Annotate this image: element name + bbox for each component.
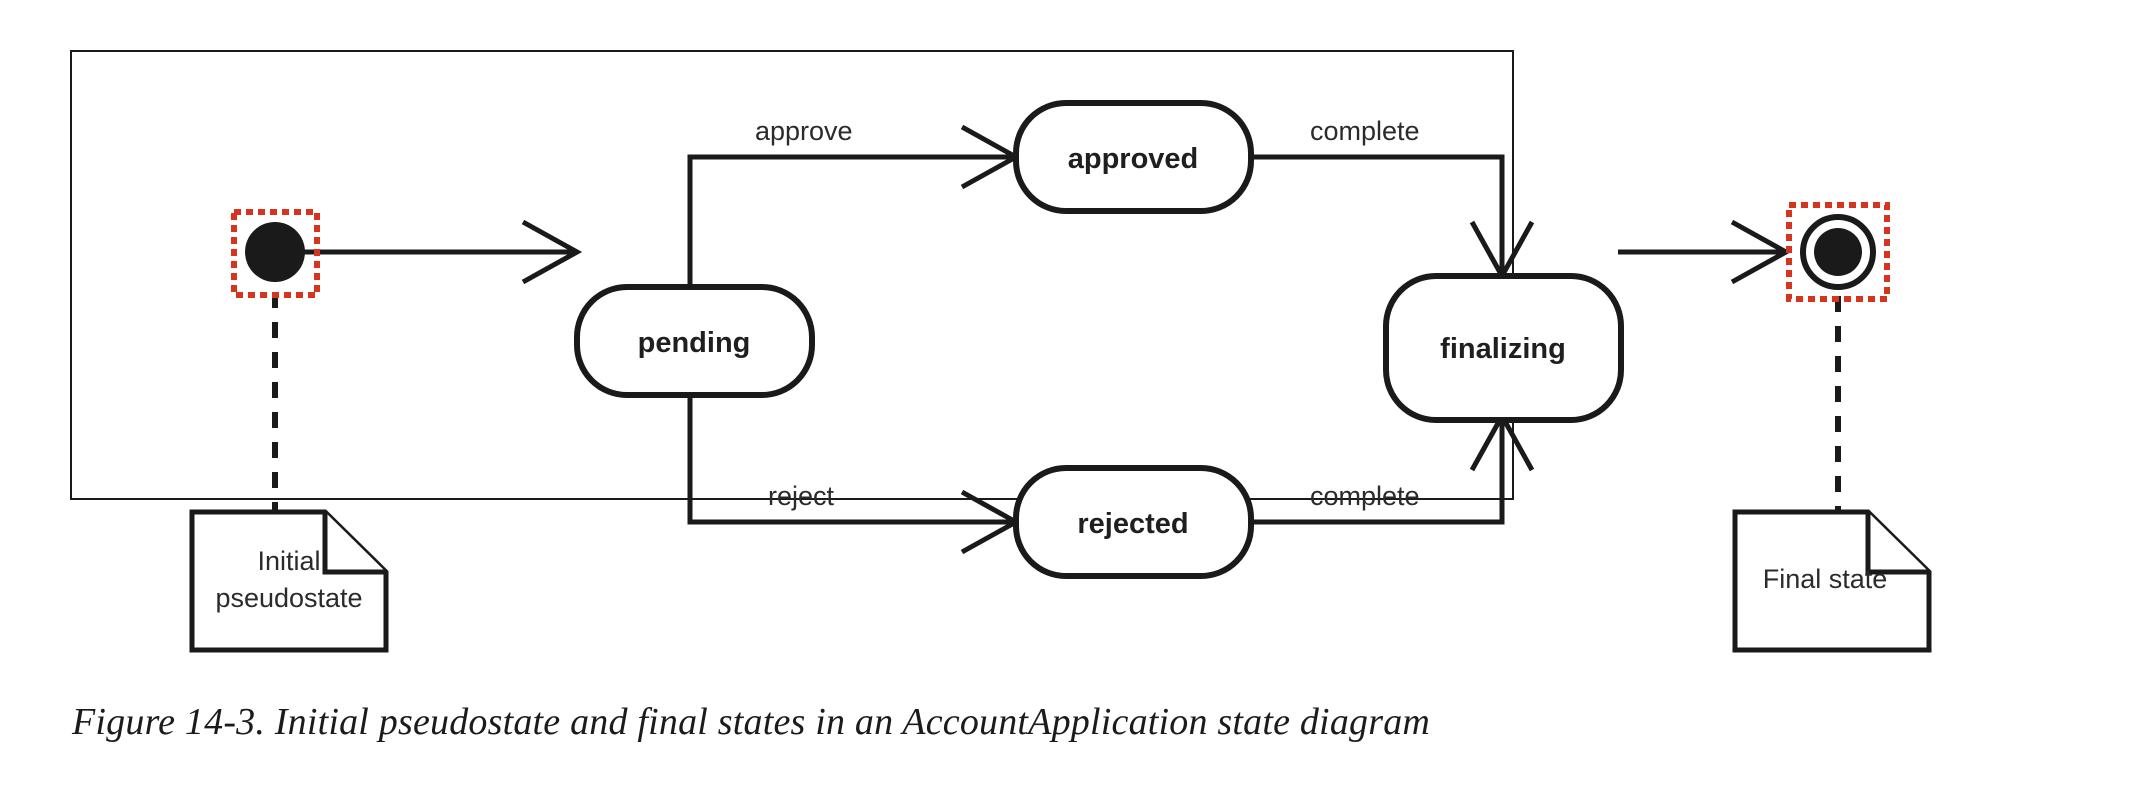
state-shape (1013, 100, 1254, 214)
state-shape (1013, 465, 1254, 579)
transition-line (1247, 154, 1505, 272)
figure-caption: Figure 14-3. Initial pseudostate and fin… (72, 701, 1431, 743)
transition-finalizing-to-final (1618, 219, 1792, 285)
note-fold-corner-icon (322, 512, 386, 575)
final-state[interactable] (1786, 202, 1890, 302)
state-pending[interactable]: pending (574, 284, 815, 398)
transition-initial-to-pending (303, 219, 583, 285)
initial-pseudostate[interactable] (231, 209, 320, 298)
transition-pending-to-approved: approve (687, 116, 1022, 287)
state-diagram-canvas: approve reject complete complete (189, 100, 1932, 653)
note-text-line1: Final state (1763, 564, 1888, 594)
transition-line (1247, 420, 1505, 525)
note-text-line2: pseudostate (215, 583, 362, 613)
transition-label-approve: approve (755, 116, 853, 146)
state-shape (574, 284, 815, 398)
note-fold-corner-icon (1865, 512, 1929, 575)
note-text-line1: Initial (257, 546, 320, 576)
transition-label-reject: reject (768, 481, 835, 511)
note-shape (189, 509, 389, 653)
state-approved[interactable]: approved (1013, 100, 1254, 214)
state-label-pending: pending (638, 327, 751, 359)
transition-line (687, 154, 1012, 287)
highlight-box-final (1786, 202, 1890, 302)
state-label-rejected: rejected (1077, 508, 1188, 540)
state-label-finalizing: finalizing (1440, 333, 1566, 365)
diagram-frame (70, 50, 1514, 500)
state-label-approved: approved (1068, 143, 1199, 175)
state-finalizing[interactable]: finalizing (1383, 273, 1624, 423)
transition-label-complete-top: complete (1310, 116, 1420, 146)
highlight-box-initial (231, 209, 320, 298)
transition-label-complete-bottom: complete (1310, 481, 1420, 511)
final-state-core-icon (1814, 228, 1862, 276)
transition-approved-to-finalizing: complete (1247, 116, 1535, 282)
note-initial-pseudostate: Initial pseudostate (189, 509, 389, 653)
initial-pseudostate-icon (245, 222, 305, 282)
note-final-state: Final state (1732, 509, 1932, 653)
state-shape (1383, 273, 1624, 423)
transition-rejected-to-finalizing: complete (1247, 410, 1535, 525)
state-rejected[interactable]: rejected (1013, 465, 1254, 579)
arrowhead-right-icon (521, 219, 583, 285)
